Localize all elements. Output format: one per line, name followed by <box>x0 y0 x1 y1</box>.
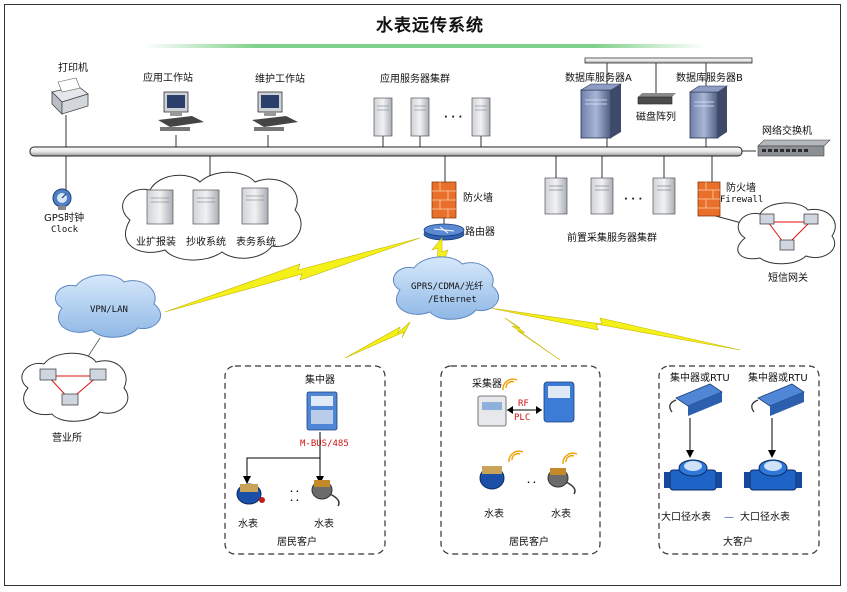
maint-workstation-icon <box>252 91 298 131</box>
mbus-label: M-BUS/485 <box>300 439 349 449</box>
diagram-frame <box>4 4 841 586</box>
residential-box-1 <box>224 365 386 555</box>
plc-label: PLC <box>514 413 531 423</box>
gprs-label-line2: /Ethernet <box>428 295 477 305</box>
gps-clock-sublabel: Clock <box>51 225 79 235</box>
concentrator-icon <box>306 391 338 431</box>
large-water-meter-icon <box>664 459 722 491</box>
large-meter-dash: — <box>724 512 734 523</box>
large-water-meter-icon <box>744 459 802 491</box>
sms-gateway-label: 短信网关 <box>768 273 808 284</box>
gprs-label-line1: GPRS/CDMA/光纤 <box>411 282 484 292</box>
title-underline <box>145 44 705 48</box>
large-meter-right-label: 大口径水表 <box>740 512 790 523</box>
vpn-lan-cloud <box>55 274 161 338</box>
app-server-cluster-label: 应用服务器集群 <box>380 74 450 85</box>
residential-box-2 <box>440 365 601 555</box>
rtu-right-label: 集中器或RTU <box>748 373 808 384</box>
business-office-label: 营业所 <box>52 433 82 444</box>
box2-meter-ellipsis: · · <box>527 478 536 487</box>
water-meter-icon <box>479 466 505 490</box>
box1-footer: 居民客户 <box>277 537 317 548</box>
box1-meter-right-label: 水表 <box>314 519 334 530</box>
disk-array-icon <box>637 93 676 105</box>
app-workstation-icon <box>158 91 204 131</box>
sms-laptop-icons <box>759 213 819 251</box>
business-item-3: 表务系统 <box>236 237 276 248</box>
sms-gateway-cloud <box>737 202 836 265</box>
firewall-right-label: 防火墙 <box>726 183 756 194</box>
rtu-icon <box>751 383 805 416</box>
printer-label: 打印机 <box>58 63 88 74</box>
box1-meter-left-label: 水表 <box>238 519 258 530</box>
front-cluster-label: 前置采集服务器集群 <box>567 233 657 244</box>
box2-meter-left-label: 水表 <box>484 509 504 520</box>
water-meter-icon <box>547 468 576 495</box>
meter-device-icon <box>543 381 575 423</box>
maint-workstation-label: 维护工作站 <box>255 74 305 85</box>
network-switch-icon <box>757 139 831 157</box>
box1-wiring <box>246 432 321 478</box>
large-customer-box <box>658 365 820 555</box>
vpn-lan-label: VPN/LAN <box>90 305 128 315</box>
office-laptop-icons <box>39 368 107 406</box>
rtu-links <box>689 418 773 452</box>
front-cluster-ellipsis: · · · <box>624 194 643 205</box>
business-item-2: 抄收系统 <box>186 237 226 248</box>
db-server-a-label: 数据库服务器A <box>565 73 632 84</box>
db-server-a-icon <box>579 83 623 139</box>
db-server-b-label: 数据库服务器B <box>676 73 743 84</box>
large-meter-left-label: 大口径水表 <box>661 512 711 523</box>
network-switch-label: 网络交换机 <box>762 126 812 137</box>
diagram-title: 水表远传系统 <box>376 16 484 36</box>
main-network-bus <box>29 146 743 157</box>
firewall-center-icon <box>431 181 457 219</box>
business-server-icons <box>146 187 269 225</box>
collector-label: 采集器 <box>472 379 502 390</box>
front-server-icon <box>544 177 676 215</box>
router-icon <box>423 223 465 241</box>
concentrator-label: 集中器 <box>305 375 335 386</box>
box2-meter-right-label: 水表 <box>551 509 571 520</box>
collector-icon <box>477 395 507 427</box>
firewall-right-icon <box>697 181 721 217</box>
app-cluster-ellipsis: · · · <box>444 112 463 123</box>
box1-meter-ellipsis: · · · · <box>290 487 299 505</box>
router-label: 路由器 <box>465 227 495 238</box>
firewall-right-sublabel: Firewall <box>720 195 764 205</box>
box3-footer: 大客户 <box>723 537 753 548</box>
gprs-cloud <box>393 256 499 320</box>
rtu-icon <box>669 383 723 416</box>
rtu-left-label: 集中器或RTU <box>670 373 730 384</box>
disk-array-label: 磁盘阵列 <box>636 112 676 123</box>
business-office-cloud <box>21 352 129 422</box>
gps-clock-icon <box>52 188 72 210</box>
business-item-1: 业扩报装 <box>136 237 176 248</box>
gps-clock-label: GPS时钟 <box>44 213 85 224</box>
app-workstation-label: 应用工作站 <box>143 73 193 84</box>
firewall-center-label: 防火墙 <box>463 193 493 204</box>
box2-footer: 居民客户 <box>509 537 549 548</box>
rf-label: RF <box>518 399 529 409</box>
wireless-signal-icons <box>502 378 578 465</box>
db-server-b-icon <box>689 85 728 139</box>
app-server-icon <box>373 97 491 137</box>
water-meter-icon <box>236 483 265 505</box>
water-meter-icon <box>311 480 340 507</box>
printer-icon <box>51 77 89 115</box>
